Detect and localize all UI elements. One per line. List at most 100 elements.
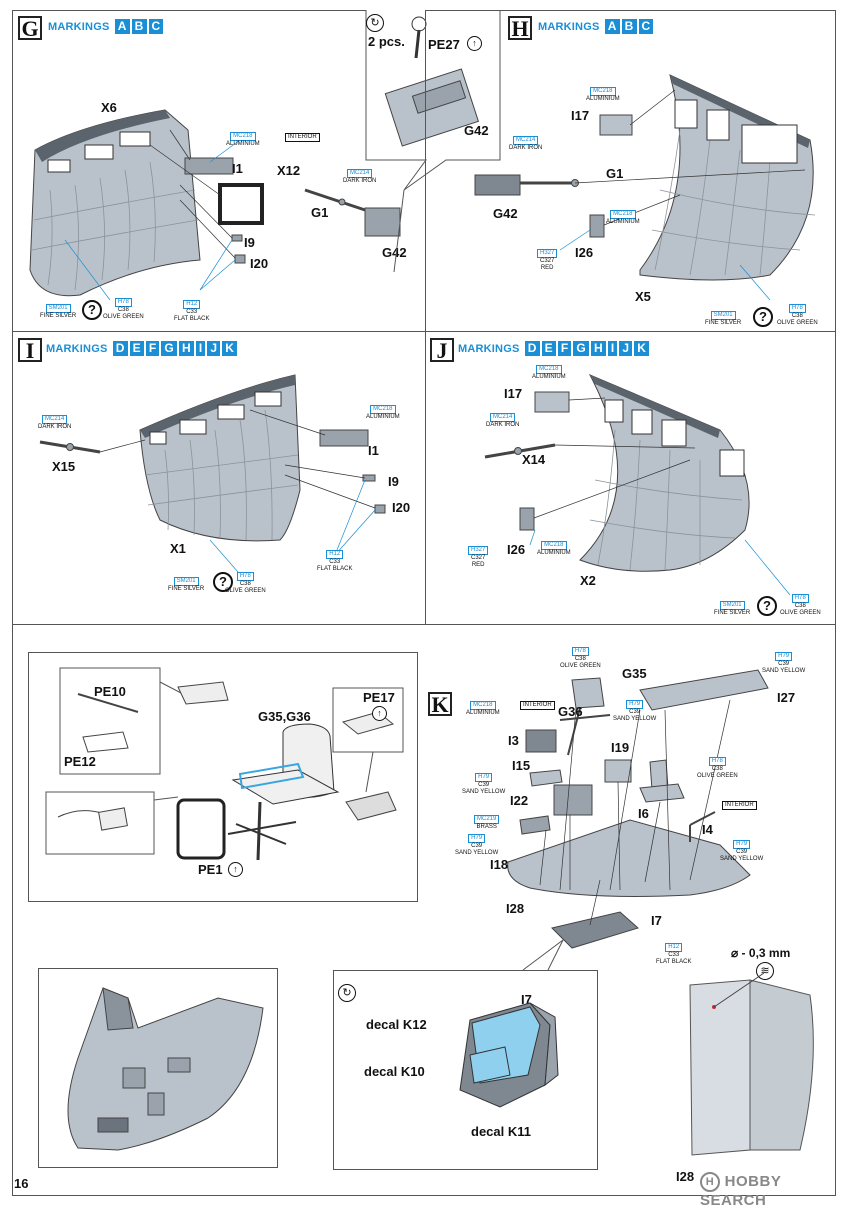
marking-badge: B — [131, 19, 147, 34]
marking-badge: J — [207, 341, 221, 356]
rotate-icon: ↻ — [366, 14, 384, 32]
marking-badge: I — [195, 341, 206, 356]
step-k-section — [12, 624, 836, 1196]
marking-badge: K — [222, 341, 238, 356]
part-g1: G1 — [311, 205, 329, 220]
part-x12: X12 — [277, 163, 301, 178]
marking-badge: J — [619, 341, 633, 356]
part-x1: X1 — [170, 541, 186, 556]
marking-badge: B — [621, 19, 637, 34]
part-i4: I4 — [702, 822, 713, 837]
decal-k10: decal K10 — [364, 1064, 425, 1079]
markings-title: MARKINGS — [46, 343, 108, 355]
marking-badge: F — [557, 341, 572, 356]
marking-badge: A — [114, 19, 130, 34]
part-i1: I1 — [232, 161, 243, 176]
marking-badge: D — [524, 341, 540, 356]
marking-badge: D — [112, 341, 128, 356]
marking-badge: G — [573, 341, 589, 356]
paint-interior: INTERIOR — [722, 801, 757, 810]
help-icon: ? — [82, 300, 102, 320]
part-x14: X14 — [522, 452, 546, 467]
decal-k12: decal K12 — [366, 1017, 427, 1032]
part-g1: G1 — [606, 166, 624, 181]
part-i1: I1 — [368, 443, 379, 458]
step-h-label: H — [508, 16, 532, 40]
step-g-illustration — [29, 109, 401, 301]
part-pe10: PE10 — [94, 684, 126, 699]
part-pe12: PE12 — [64, 754, 96, 769]
step-g-label: G — [18, 16, 42, 40]
part-x15: X15 — [52, 459, 76, 474]
decal-inset-panel — [333, 970, 598, 1170]
rotate-icon: ↻ — [338, 984, 356, 1002]
paint-interior: INTERIOR — [520, 701, 555, 710]
inset-qty: 2 pcs. — [368, 34, 405, 49]
paint-interior: INTERIOR — [285, 133, 320, 142]
decal-inset-connector — [522, 939, 564, 971]
part-i18: I18 — [490, 857, 509, 872]
markings-title: MARKINGS — [538, 21, 600, 33]
decal-illustration — [459, 1002, 559, 1108]
part-x6: X6 — [101, 100, 117, 115]
pe-arrow-icon: ↑ — [372, 706, 387, 721]
step-i-label: I — [18, 338, 42, 362]
marking-badge: A — [604, 19, 620, 34]
part-g42: G42 — [382, 245, 407, 260]
marking-badge: C — [148, 19, 164, 34]
part-i9: I9 — [244, 235, 255, 250]
part-g35-g36: G35,G36 — [258, 709, 311, 724]
part-i20: I20 — [392, 500, 411, 515]
drill-spec: ⌀ - 0,3 mm — [731, 946, 791, 960]
step-j-illustration — [484, 373, 791, 596]
part-i26: I26 — [507, 542, 526, 557]
step-k-label: K — [428, 692, 452, 716]
overview-illustration — [67, 987, 264, 1151]
drill-illustration — [689, 972, 814, 1156]
seat-inset-panel — [28, 652, 418, 902]
part-i9: I9 — [388, 474, 399, 489]
decal-k11: decal K11 — [471, 1124, 531, 1139]
part-i26: I26 — [575, 245, 594, 260]
marking-badge: H — [178, 341, 194, 356]
part-i7: I7 — [651, 913, 662, 928]
watermark: H HOBBY SEARCH — [700, 1172, 848, 1209]
pe-arrow-icon: ↑ — [467, 36, 482, 51]
markings-title: MARKINGS — [48, 21, 110, 33]
part-g42: G42 — [493, 206, 518, 221]
part-i27: I27 — [777, 690, 796, 705]
part-pe17: PE17 — [363, 690, 395, 705]
part-i17: I17 — [571, 108, 590, 123]
marking-badge: I — [607, 341, 618, 356]
